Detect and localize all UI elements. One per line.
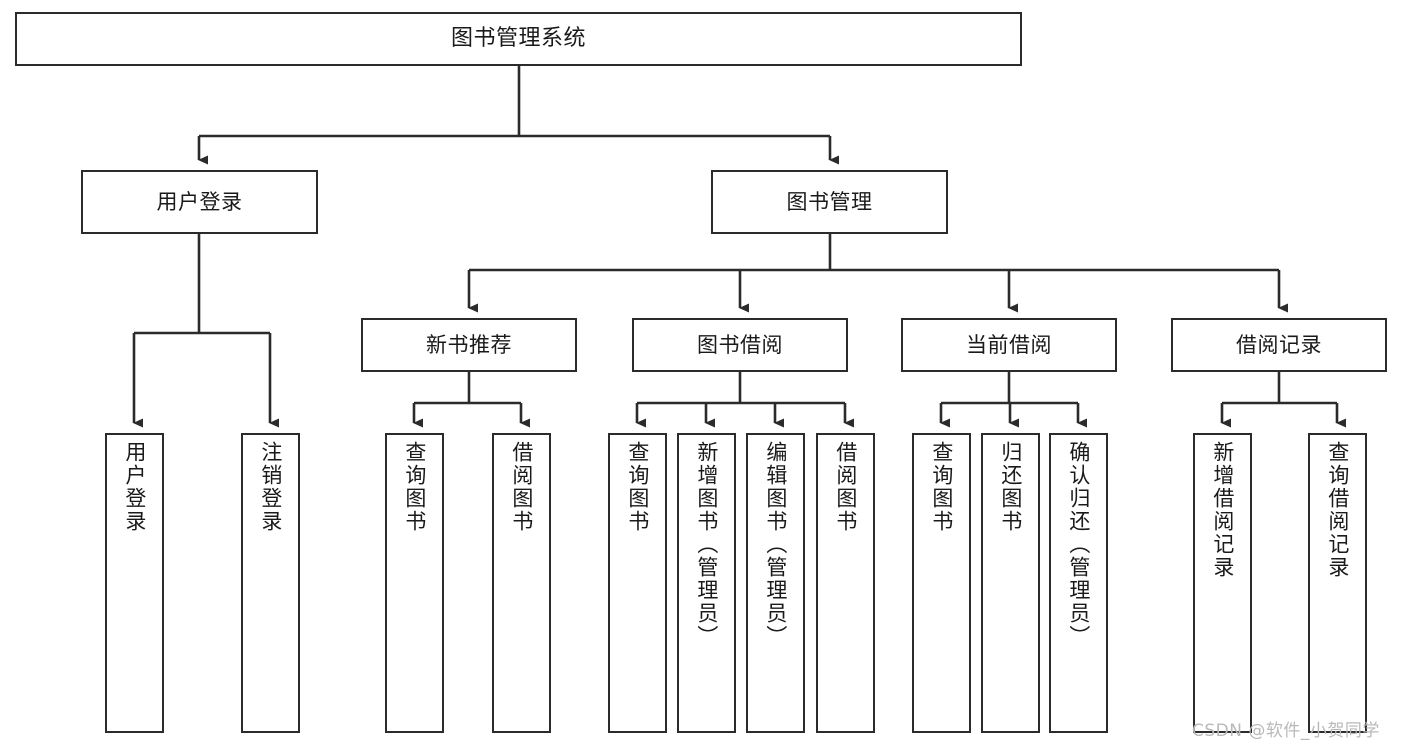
node-label: 用户登录 xyxy=(156,189,243,214)
node-new-book-recommend[interactable]: 新书推荐 xyxy=(361,318,577,372)
csdn-watermark: CSDN @软件_小贺同学 xyxy=(1192,721,1380,741)
node-book-borrow[interactable]: 图书借阅 xyxy=(632,318,848,372)
node-label: 新增图书（管理员） xyxy=(694,441,719,648)
node-label: 用户登录 xyxy=(122,441,147,533)
node-label: 图书管理系统 xyxy=(450,26,586,52)
node-label: 新增借阅记录 xyxy=(1210,441,1235,579)
node-label: 查询图书 xyxy=(929,441,954,533)
node-label: 查询借阅记录 xyxy=(1325,441,1350,579)
node-leaf-edit-book-admin[interactable]: 编辑图书（管理员） xyxy=(746,433,805,733)
node-current-borrow[interactable]: 当前借阅 xyxy=(901,318,1117,372)
node-leaf-borrow-book-recommend[interactable]: 借阅图书 xyxy=(492,433,551,733)
node-leaf-return-book[interactable]: 归还图书 xyxy=(981,433,1040,733)
node-label: 新书推荐 xyxy=(426,332,512,357)
node-leaf-add-book-admin[interactable]: 新增图书（管理员） xyxy=(677,433,736,733)
node-leaf-query-book-current[interactable]: 查询图书 xyxy=(912,433,971,733)
node-label: 查询图书 xyxy=(402,441,427,533)
node-label: 借阅图书 xyxy=(833,441,858,533)
node-leaf-logout[interactable]: 注销登录 xyxy=(241,433,300,733)
node-label: 图书借阅 xyxy=(697,332,783,357)
node-root-book-management-system[interactable]: 图书管理系统 xyxy=(15,12,1022,66)
node-leaf-add-borrow-record[interactable]: 新增借阅记录 xyxy=(1193,433,1252,733)
node-leaf-confirm-return-admin[interactable]: 确认归还（管理员） xyxy=(1049,433,1108,733)
node-leaf-user-login[interactable]: 用户登录 xyxy=(105,433,164,733)
node-user-login[interactable]: 用户登录 xyxy=(81,170,318,234)
node-label: 注销登录 xyxy=(258,441,283,533)
node-label: 借阅图书 xyxy=(509,441,534,533)
node-label: 编辑图书（管理员） xyxy=(763,441,788,648)
node-label: 借阅记录 xyxy=(1236,332,1322,357)
node-leaf-query-book-recommend[interactable]: 查询图书 xyxy=(385,433,444,733)
node-leaf-borrow-book[interactable]: 借阅图书 xyxy=(816,433,875,733)
node-label: 归还图书 xyxy=(998,441,1023,533)
node-label: 图书管理 xyxy=(786,189,873,214)
node-label: 确认归还（管理员） xyxy=(1066,441,1091,648)
node-book-management[interactable]: 图书管理 xyxy=(711,170,948,234)
node-borrow-record[interactable]: 借阅记录 xyxy=(1171,318,1387,372)
node-label: 当前借阅 xyxy=(966,332,1052,357)
node-leaf-query-borrow-record[interactable]: 查询借阅记录 xyxy=(1308,433,1367,733)
node-leaf-query-book-borrow[interactable]: 查询图书 xyxy=(608,433,667,733)
node-label: 查询图书 xyxy=(625,441,650,533)
